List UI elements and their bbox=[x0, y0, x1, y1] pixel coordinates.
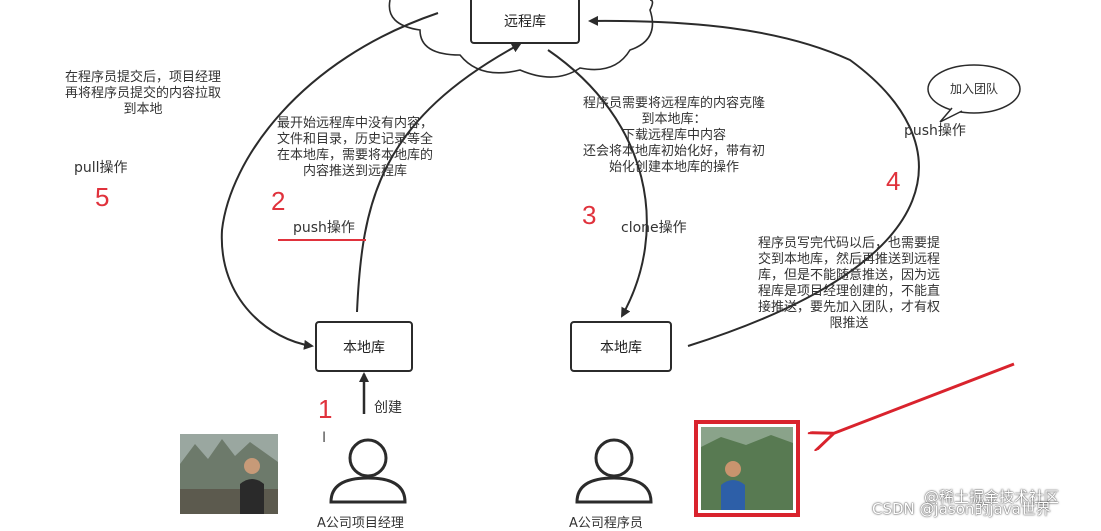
note-line: 库，但是不能随意推送，因为远 bbox=[757, 268, 940, 283]
step-number-5: 5 bbox=[95, 182, 110, 212]
note-line: 程库是项目经理创建的，不能直 bbox=[757, 284, 940, 299]
note-line: 程序员写完代码以后，也需要提 bbox=[757, 236, 940, 251]
cloud-icon bbox=[388, 0, 654, 78]
note-line: 到本地库： bbox=[641, 112, 707, 127]
step-number-4: 4 bbox=[886, 166, 901, 196]
note-line: 程序员需要将远程库的内容克隆 bbox=[582, 96, 765, 111]
note-line: 在程序员提交后，项目经理 bbox=[64, 70, 221, 85]
note-push-programmer: 程序员写完代码以后，也需要提 交到本地库，然后再推送到远程 库，但是不能随意推送… bbox=[734, 236, 964, 332]
programmer-label: A公司程序员 bbox=[569, 516, 643, 531]
local-repo-left-box: 本地库 bbox=[315, 321, 413, 372]
speech-bubble-icon bbox=[927, 64, 1021, 114]
note-line: 限推送 bbox=[829, 316, 869, 331]
watermark-juejin: @稀土掘金技术社区 bbox=[924, 488, 1060, 506]
manager-label: A公司项目经理 bbox=[317, 516, 404, 531]
local-repo-right-label: 本地库 bbox=[600, 339, 642, 356]
note-line: 下载远程库中内容 bbox=[621, 128, 726, 143]
note-pull: 在程序员提交后，项目经理 再将程序员提交的内容拉取 到本地 bbox=[38, 70, 248, 118]
note-line: 最开始远程库中没有内容， bbox=[276, 116, 433, 131]
join-team-bubble: 加入团队 bbox=[949, 82, 998, 96]
note-line: 内容推送到远程库 bbox=[302, 164, 407, 179]
note-push-initial: 最开始远程库中没有内容， 文件和目录，历史记录等全 在本地库，需要将本地库的 内… bbox=[250, 116, 460, 180]
note-line: 文件和目录，历史记录等全 bbox=[276, 132, 433, 147]
manager-photo bbox=[180, 434, 278, 514]
programmer-photo bbox=[694, 420, 800, 517]
push-arrow-right bbox=[588, 15, 920, 347]
note-line: 在本地库，需要将本地库的 bbox=[276, 148, 433, 163]
local-repo-right-box: 本地库 bbox=[570, 321, 672, 372]
text-cursor-icon: I bbox=[322, 430, 327, 446]
person-icon bbox=[329, 438, 407, 504]
local-repo-left-label: 本地库 bbox=[343, 339, 385, 356]
note-line: 再将程序员提交的内容拉取 bbox=[64, 86, 221, 101]
note-clone: 程序员需要将远程库的内容克隆 到本地库： 下载远程库中内容 还会将本地库初始化好… bbox=[556, 96, 792, 176]
remote-repo-label: 远程库 bbox=[504, 14, 546, 30]
pull-arrow bbox=[220, 12, 439, 350]
watermark-csdn: CSDN @jason的java世界 bbox=[872, 500, 1051, 518]
note-line: 还会将本地库初始化好，带有初 bbox=[582, 144, 765, 159]
note-line: 到本地 bbox=[123, 102, 163, 117]
note-line: 交到本地库，然后再推送到远程 bbox=[757, 252, 940, 267]
step-number-2: 2 bbox=[271, 186, 286, 216]
note-line: 接推送，要先加入团队，才有权 bbox=[757, 300, 940, 315]
remote-repo-box: 远程库 bbox=[470, 0, 580, 44]
op-pull: pull操作 bbox=[74, 160, 128, 176]
op-create: 创建 bbox=[374, 400, 402, 416]
step-number-3: 3 bbox=[582, 200, 597, 230]
clone-arrow bbox=[547, 49, 648, 318]
red-arrow-icon bbox=[832, 362, 1015, 434]
push-arrow-left bbox=[356, 43, 522, 313]
op-push-right: push操作 bbox=[904, 123, 966, 139]
op-push-left: push操作 bbox=[293, 220, 355, 236]
person-icon bbox=[575, 438, 653, 504]
step-number-1: 1 bbox=[318, 394, 333, 424]
op-clone: clone操作 bbox=[621, 220, 687, 236]
note-line: 始化创建本地库的操作 bbox=[608, 160, 739, 175]
